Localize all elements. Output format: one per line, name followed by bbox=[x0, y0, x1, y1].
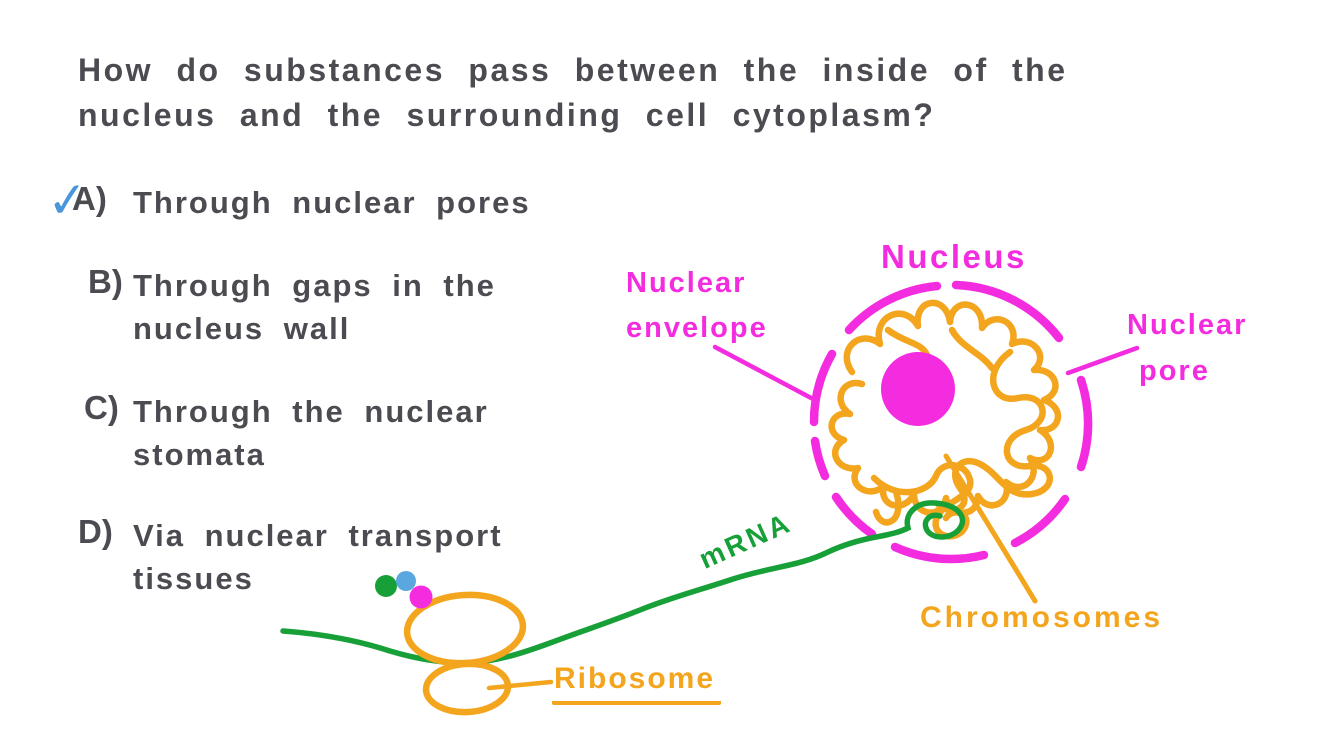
option-c-text-line-2: stomata bbox=[133, 437, 266, 472]
magenta-dot bbox=[409, 585, 433, 609]
chromosomes-pointer-line bbox=[943, 453, 1038, 604]
nucleus-label: Nucleus bbox=[881, 238, 1027, 275]
nuclear-envelope-label: Nuclear envelope bbox=[626, 261, 768, 351]
ribosome-drawing bbox=[403, 591, 554, 716]
chromosomes-drawing bbox=[828, 299, 1062, 540]
nuclear-envelope-drawing bbox=[809, 280, 1093, 564]
nuclear-pore-label-line-1: Nuclear bbox=[1127, 309, 1248, 341]
question-text: How do substances pass between the insid… bbox=[78, 48, 1067, 138]
option-b-text-line-1: Through gaps in the bbox=[133, 268, 496, 303]
option-a-letter: A) bbox=[72, 180, 107, 217]
nuclear-pore-label: Nuclear pore bbox=[1127, 302, 1247, 394]
option-c-text-line-1: Through the nuclear bbox=[133, 394, 489, 429]
question-line-2: nucleus and the surrounding cell cytopla… bbox=[78, 97, 936, 133]
chromosomes-label: Chromosomes bbox=[920, 601, 1164, 634]
option-d-text-line-1: Via nuclear transport bbox=[133, 518, 503, 553]
nuclear-pore-pointer-line bbox=[1065, 345, 1140, 376]
option-b-letter: B) bbox=[88, 263, 123, 300]
nuclear-pore-label-line-2: pore bbox=[1139, 355, 1210, 387]
option-c-letter: C) bbox=[84, 389, 119, 426]
ribosome-label: Ribosome bbox=[552, 662, 722, 705]
nucleolus-drawing bbox=[881, 352, 955, 426]
option-b-text-line-2: nucleus wall bbox=[133, 311, 351, 346]
ribosome-pointer-line bbox=[486, 679, 554, 691]
option-a-text: Through nuclear pores bbox=[133, 185, 531, 220]
polypeptide-dots bbox=[375, 571, 433, 609]
question-line-1: How do substances pass between the insid… bbox=[78, 52, 1068, 88]
nuclear-envelope-label-line-1: Nuclear bbox=[626, 267, 747, 299]
blue-dot bbox=[396, 571, 416, 591]
option-d-letter: D) bbox=[78, 513, 113, 550]
green-dot bbox=[375, 575, 397, 597]
nuclear-envelope-pointer-line bbox=[712, 344, 816, 402]
option-d-text-line-2: tissues bbox=[133, 561, 254, 596]
nuclear-envelope-label-line-2: envelope bbox=[626, 312, 768, 344]
